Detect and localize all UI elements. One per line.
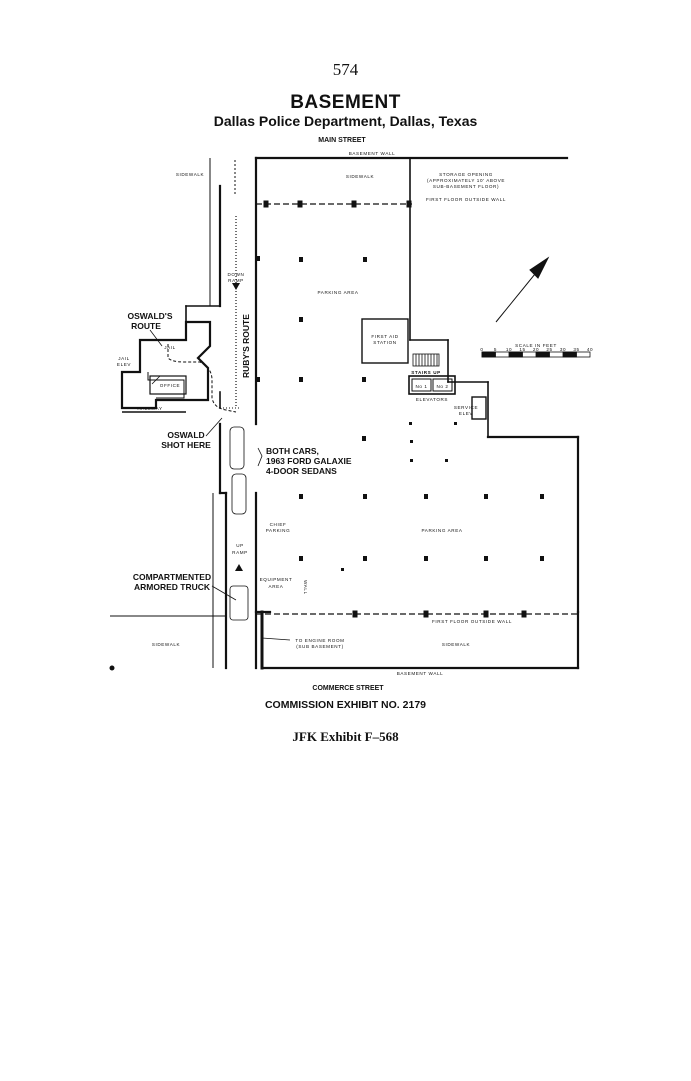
first-floor-outside-wall-top — [256, 200, 412, 208]
label-first-floor-top: FIRST FLOOR OUTSIDE WALL — [426, 197, 506, 202]
elevators-block — [408, 375, 456, 395]
label-office: OFFICE — [160, 383, 180, 388]
scale-tick-15: 15 — [519, 347, 525, 352]
north-arrow — [495, 256, 550, 323]
label-sidewalk-bottom-left: SIDEWALK — [152, 642, 181, 647]
label-storage-opening-1: STORAGE OPENING — [439, 172, 493, 177]
label-elevator-1: No 1 — [415, 384, 427, 389]
label-armored-truck-2: ARMORED TRUCK — [134, 582, 211, 592]
label-first-aid-1: FIRST AID — [371, 334, 398, 339]
label-oswald-shot-2: SHOT HERE — [161, 440, 211, 450]
label-chief-parking-1: CHIEF — [270, 522, 287, 527]
label-basement-wall-bottom: BASEMENT WALL — [397, 671, 444, 676]
stairs-up — [412, 353, 440, 367]
label-sidewalk-top: SIDEWALK — [346, 174, 375, 179]
label-equipment-1: EQUIPMENT — [260, 577, 293, 582]
label-sidewalk-top-left: SIDEWALK — [176, 172, 205, 177]
label-equipment-2: AREA — [269, 584, 284, 589]
label-up-ramp-2: RAMP — [232, 550, 248, 555]
label-both-cars-2: 1963 FORD GALAXIE — [266, 456, 352, 466]
label-service-elev-2: ELEV — [459, 411, 473, 416]
label-storage-opening-3: SUB-BASEMENT FLOOR) — [433, 184, 499, 189]
scale-tick-35: 35 — [573, 347, 579, 352]
diagram-subtitle: Dallas Police Department, Dallas, Texas — [213, 113, 478, 129]
label-jail: JAIL — [164, 345, 176, 350]
label-first-floor-bottom: FIRST FLOOR OUTSIDE WALL — [432, 619, 512, 624]
label-basement-wall-top: BASEMENT WALL — [349, 151, 396, 156]
label-commerce-street: COMMERCE STREET — [312, 685, 384, 692]
label-both-cars-3: 4-DOOR SEDANS — [266, 466, 337, 476]
label-rubys-route: RUBY'S ROUTE — [241, 314, 251, 378]
label-jail-elev-2: ELEV — [117, 362, 131, 367]
label-jail-elev-1: JAIL — [118, 356, 130, 361]
label-scale: SCALE IN FEET — [515, 343, 557, 348]
label-wall: WALL — [303, 580, 308, 595]
up-ramp-arrow — [235, 564, 243, 571]
oswalds-route-path — [167, 344, 237, 413]
label-engine-room-1: TO ENGINE ROOM — [295, 638, 344, 643]
label-oswalds-route-2: ROUTE — [131, 321, 161, 331]
label-hallway: HALLWAY — [137, 406, 162, 411]
armored-truck — [229, 585, 249, 621]
label-engine-room-2: (SUB BASEMENT) — [296, 644, 343, 649]
scale-tick-25: 25 — [546, 347, 552, 352]
label-parking-lower: PARKING AREA — [421, 528, 462, 533]
office-room — [149, 375, 187, 395]
label-first-aid-2: STATION — [373, 340, 396, 345]
parked-cars — [229, 426, 249, 621]
commission-exhibit-caption: COMMISSION EXHIBIT NO. 2179 — [264, 699, 427, 711]
scale-bar — [481, 351, 591, 358]
label-sidewalk-bottom-right: SIDEWALK — [442, 642, 471, 647]
label-service-elev-1: SERVICE — [454, 405, 478, 410]
first-floor-outside-wall-bottom — [256, 610, 578, 618]
leader-lines — [149, 329, 291, 641]
label-parking-upper: PARKING AREA — [317, 290, 358, 295]
label-oswald-shot-1: OSWALD — [167, 430, 204, 440]
label-storage-opening-2: (APPROXIMATELY 10' ABOVE — [427, 178, 505, 183]
scale-tick-10: 10 — [506, 347, 512, 352]
support-columns — [256, 256, 544, 571]
jail-office-block — [120, 320, 212, 413]
label-stairs-up: STAIRS UP — [411, 370, 441, 375]
page-number: 574 — [332, 60, 359, 79]
elevator-2 — [432, 378, 453, 392]
scale-tick-40: 40 — [587, 347, 593, 352]
label-elevator-2: No 2 — [436, 384, 448, 389]
scale-tick-5: 5 — [494, 347, 497, 352]
label-down-ramp-2: RAMP — [228, 278, 244, 283]
label-both-cars-1: BOTH CARS, — [266, 446, 319, 456]
sidewalk-lines — [110, 158, 236, 668]
label-chief-parking-2: PARKING — [266, 528, 291, 533]
label-main-street: MAIN STREET — [318, 137, 366, 144]
scale-tick-labels: 0 5 10 15 20 25 30 35 40 — [480, 347, 593, 352]
scale-tick-30: 30 — [560, 347, 566, 352]
page-dot — [109, 665, 115, 671]
label-oswalds-route-1: OSWALD'S — [128, 311, 173, 321]
elevator-1 — [411, 378, 432, 392]
service-elevator — [471, 396, 487, 420]
diagram-title: BASEMENT — [290, 92, 401, 113]
jfk-exhibit-label: JFK Exhibit F–568 — [292, 729, 399, 744]
label-down-ramp-1: DOWN — [228, 272, 245, 277]
label-armored-truck-1: COMPARTMENTED — [133, 572, 211, 582]
label-elevators: ELEVATORS — [416, 397, 448, 402]
label-up-ramp-1: UP — [236, 543, 244, 548]
down-ramp-arrow — [232, 283, 240, 290]
scale-tick-0: 0 — [480, 347, 483, 352]
scale-tick-20: 20 — [533, 347, 539, 352]
building-walls — [185, 156, 580, 670]
first-aid-station — [361, 318, 409, 364]
